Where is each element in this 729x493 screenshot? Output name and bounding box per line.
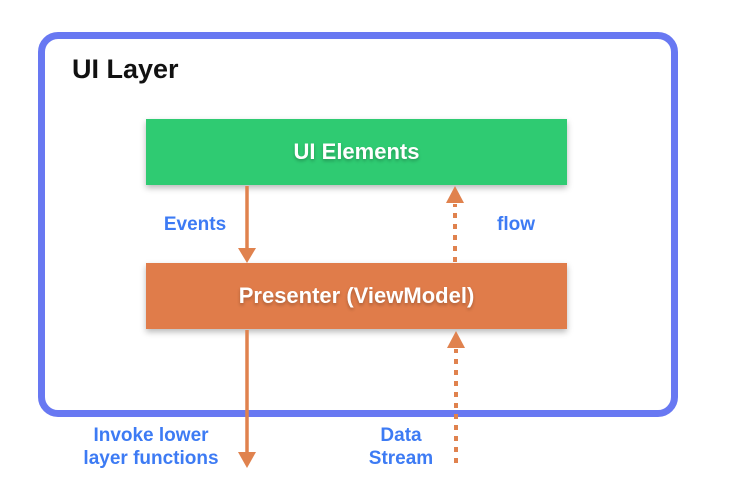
invoke-lower-label: Invoke lower layer functions xyxy=(83,425,219,469)
node-presenter: Presenter (ViewModel) xyxy=(146,263,567,329)
flow-label: flow xyxy=(497,214,535,235)
ui-layer-title: UI Layer xyxy=(72,54,179,84)
invoke-lower-arrowhead-icon xyxy=(238,452,256,468)
node-ui-elements: UI Elements xyxy=(146,119,567,185)
node-presenter-label: Presenter (ViewModel) xyxy=(238,283,475,308)
events-label: Events xyxy=(163,214,227,235)
ui-layer-frame xyxy=(38,32,678,417)
data-stream-label: Data Stream xyxy=(368,425,434,469)
node-ui-elements-label: UI Elements xyxy=(293,139,420,164)
